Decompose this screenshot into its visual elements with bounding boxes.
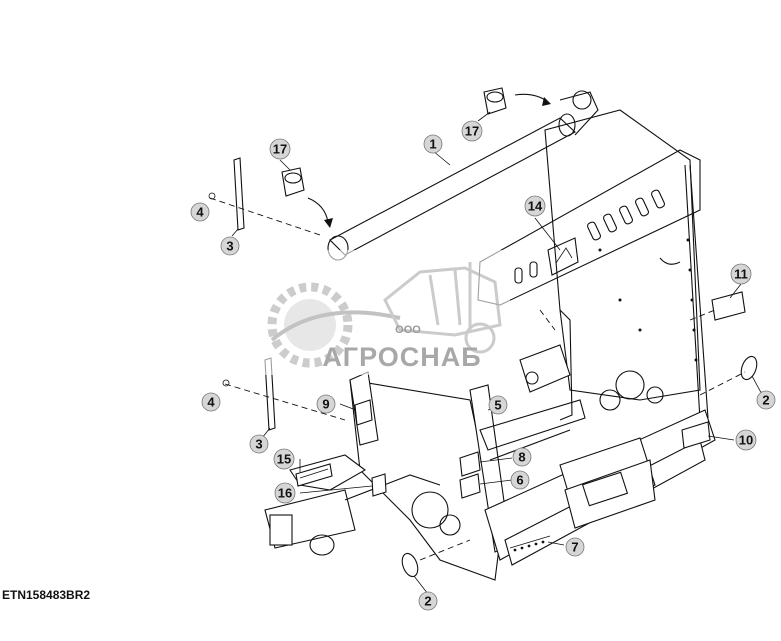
callouts: 1 2 2 3 3 4 4 5 6 7 8 9 10 11 14 15 16 1… bbox=[190, 120, 776, 611]
gear-logo-icon bbox=[267, 282, 401, 368]
svg-text:5: 5 bbox=[494, 398, 501, 413]
callout-17: 17 bbox=[269, 138, 291, 160]
callout-4: 4 bbox=[201, 392, 221, 412]
svg-text:16: 16 bbox=[278, 486, 292, 501]
callout-4: 4 bbox=[190, 202, 210, 222]
callout-17: 17 bbox=[461, 120, 483, 142]
svg-text:15: 15 bbox=[277, 452, 291, 467]
watermark: ООО АГРОСНАБ bbox=[245, 250, 510, 375]
callout-7: 7 bbox=[565, 537, 585, 557]
svg-text:3: 3 bbox=[255, 437, 262, 452]
watermark-brand: АГРОСНАБ bbox=[322, 342, 481, 372]
callout-11: 11 bbox=[730, 263, 752, 285]
svg-text:3: 3 bbox=[226, 239, 233, 254]
callout-14: 14 bbox=[524, 195, 546, 217]
callout-5: 5 bbox=[488, 395, 508, 415]
svg-text:17: 17 bbox=[465, 124, 479, 139]
callout-9: 9 bbox=[316, 394, 336, 414]
callout-1: 1 bbox=[423, 134, 443, 154]
svg-text:17: 17 bbox=[273, 142, 287, 157]
svg-text:2: 2 bbox=[424, 594, 431, 609]
svg-text:6: 6 bbox=[516, 473, 523, 488]
svg-text:1: 1 bbox=[429, 137, 436, 152]
callout-10: 10 bbox=[735, 429, 757, 451]
svg-text:9: 9 bbox=[322, 397, 329, 412]
callout-8: 8 bbox=[512, 447, 532, 467]
callout-3: 3 bbox=[220, 236, 240, 256]
harvester-logo-icon bbox=[383, 262, 502, 354]
svg-text:10: 10 bbox=[739, 433, 753, 448]
callout-3: 3 bbox=[249, 434, 269, 454]
callout-2: 2 bbox=[756, 390, 776, 410]
callout-2: 2 bbox=[418, 591, 438, 611]
svg-text:7: 7 bbox=[571, 540, 578, 555]
watermark-prefix: ООО bbox=[395, 324, 421, 336]
svg-text:14: 14 bbox=[528, 199, 543, 214]
callout-16: 16 bbox=[274, 482, 296, 504]
svg-text:2: 2 bbox=[762, 393, 769, 408]
svg-text:8: 8 bbox=[518, 450, 525, 465]
callout-6: 6 bbox=[510, 470, 530, 490]
figure-id: ETN158483BR2 bbox=[2, 588, 91, 602]
callout-15: 15 bbox=[273, 448, 295, 470]
frame-drawing bbox=[208, 87, 765, 595]
svg-text:11: 11 bbox=[734, 267, 748, 282]
svg-text:4: 4 bbox=[196, 205, 204, 220]
svg-text:4: 4 bbox=[207, 395, 215, 410]
